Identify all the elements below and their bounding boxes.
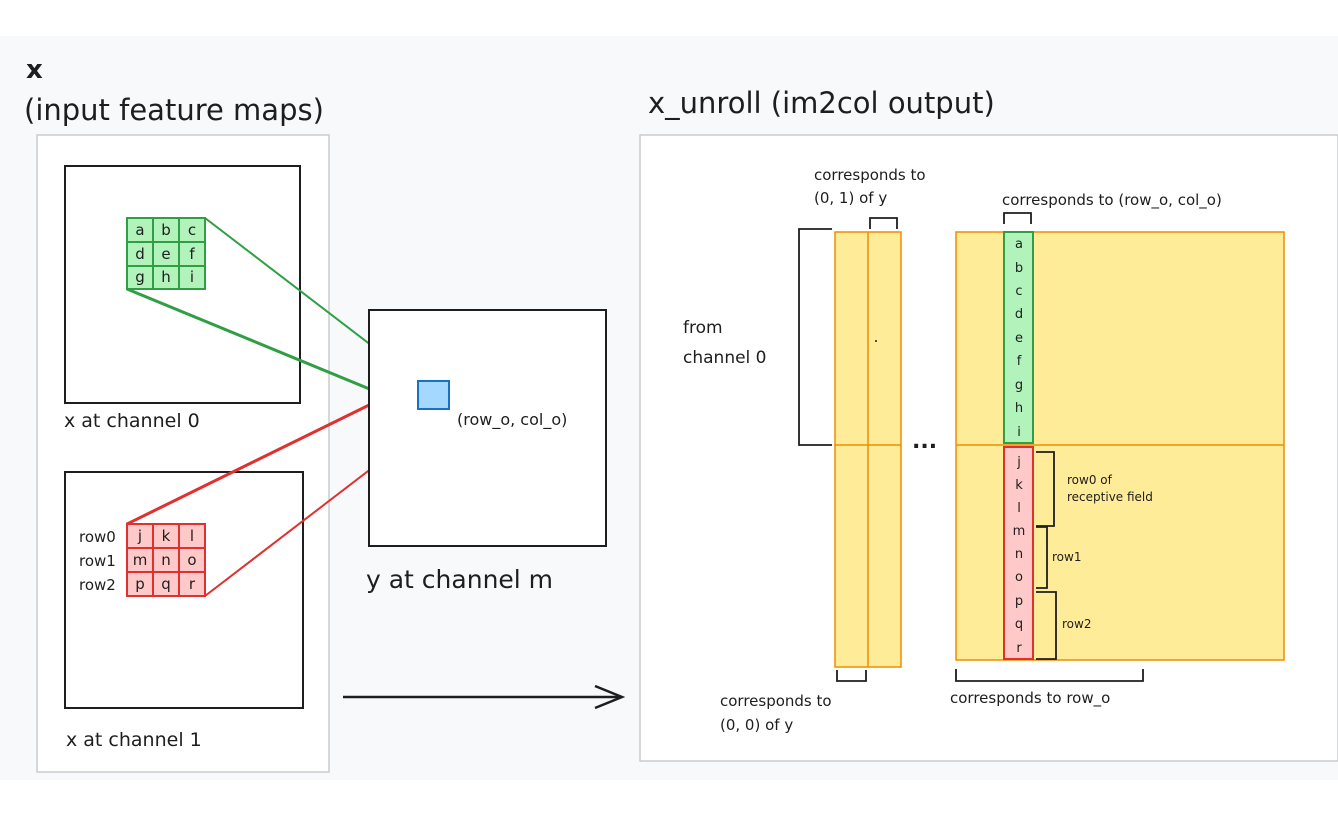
red-cell <box>178 571 206 597</box>
green-cell-label: a <box>135 221 144 239</box>
red-cell <box>178 523 206 549</box>
output-pixel <box>417 380 450 410</box>
red-column-letter: l <box>1017 501 1021 516</box>
output-map-channel-m <box>368 309 607 547</box>
corr-00-label-line2: (0, 0) of y <box>720 716 793 734</box>
red-column-letter: j <box>1016 455 1021 470</box>
green-cell <box>178 265 206 290</box>
green-cell-label: g <box>135 268 145 286</box>
feature-map-channel-1-label: x at channel 1 <box>66 729 202 751</box>
input-title-x: x <box>26 55 43 85</box>
corr-row-label: corresponds to row_o <box>950 689 1110 708</box>
output-map-label: y at channel m <box>366 565 553 594</box>
receptive-row0-label-line2: receptive field <box>1067 490 1153 504</box>
feature-map-channel-0-label: x at channel 0 <box>64 410 200 432</box>
green-receptive-field: a b c d e f g h i <box>126 217 206 290</box>
red-cell-label: m <box>133 551 148 569</box>
red-column-letter: p <box>1015 594 1023 609</box>
red-unrolled-column <box>1003 446 1034 660</box>
from-channel-label-line2: channel 0 <box>683 348 767 368</box>
row0-bracket <box>1036 451 1055 527</box>
input-title-subtitle: (input feature maps) <box>24 93 324 127</box>
green-cell-label: b <box>161 221 171 239</box>
from-channel-label-line1: from <box>683 318 723 338</box>
from-channel-bracket <box>798 228 832 446</box>
row1-bracket <box>1036 526 1048 589</box>
red-cell-label: q <box>161 575 171 593</box>
red-column-letter: m <box>1013 524 1026 539</box>
green-cell <box>178 217 206 243</box>
red-column-letter: k <box>1015 478 1023 493</box>
row-label: row1 <box>79 552 116 570</box>
green-cell-label: f <box>189 245 195 263</box>
dot-mark <box>875 340 877 342</box>
green-column-letter: b <box>1015 261 1023 276</box>
red-cell <box>152 523 180 549</box>
row1-label: row1 <box>1052 550 1081 564</box>
receptive-row0-label-line1: row0 of <box>1067 473 1113 487</box>
green-column-letter: f <box>1017 354 1022 369</box>
corr-01-bracket <box>869 217 898 229</box>
red-cell-label: p <box>135 575 145 593</box>
corr-00-bracket <box>836 670 867 682</box>
red-column-letter: n <box>1015 547 1023 562</box>
corr-rowcol-label: corresponds to (row_o, col_o) <box>1002 191 1222 210</box>
green-cell-label: d <box>135 245 145 263</box>
green-column-letter: i <box>1017 425 1021 440</box>
output-position-label: (row_o, col_o) <box>457 410 567 430</box>
green-column-letter: e <box>1015 331 1023 346</box>
red-receptive-field: j k l m n o p q r <box>126 523 206 597</box>
green-cell-label: e <box>161 245 170 263</box>
corr-row-bracket <box>955 669 1144 682</box>
green-cell-label: i <box>190 268 194 286</box>
transform-arrow-head <box>594 684 626 710</box>
red-cell-label: j <box>137 527 142 545</box>
green-unrolled-column <box>1003 231 1034 444</box>
red-cell <box>152 547 180 573</box>
row-label: row0 <box>79 528 116 546</box>
green-column-letter: a <box>1015 237 1023 252</box>
row2-label: row2 <box>1062 617 1091 631</box>
green-cell-label: c <box>188 221 196 239</box>
green-column-letter: c <box>1015 284 1022 299</box>
row-label: row2 <box>79 576 116 594</box>
red-cell-label: l <box>190 527 194 545</box>
green-column-letter: d <box>1015 307 1023 322</box>
row2-bracket <box>1036 591 1057 660</box>
red-cell-label: n <box>161 551 171 569</box>
green-column-letter: g <box>1015 378 1023 393</box>
green-column-letter: h <box>1015 401 1023 416</box>
red-column-letter: q <box>1015 617 1023 632</box>
red-cell-label: r <box>189 575 196 593</box>
green-cell-label: h <box>161 268 171 286</box>
red-cell <box>126 571 154 597</box>
red-column-letter: r <box>1016 641 1022 656</box>
red-column-letter: o <box>1015 570 1023 585</box>
corr-01-label-line2: (0, 1) of y <box>814 189 887 207</box>
unroll-title: x_unroll (im2col output) <box>648 86 995 120</box>
ellipsis: ... <box>912 429 937 454</box>
corr-01-label-line1: corresponds to <box>814 166 926 184</box>
red-cell-label: k <box>162 527 171 545</box>
red-cell-label: o <box>187 551 196 569</box>
corr-00-label-line1: corresponds to <box>720 692 832 710</box>
corr-rowcol-bracket <box>1003 212 1032 224</box>
